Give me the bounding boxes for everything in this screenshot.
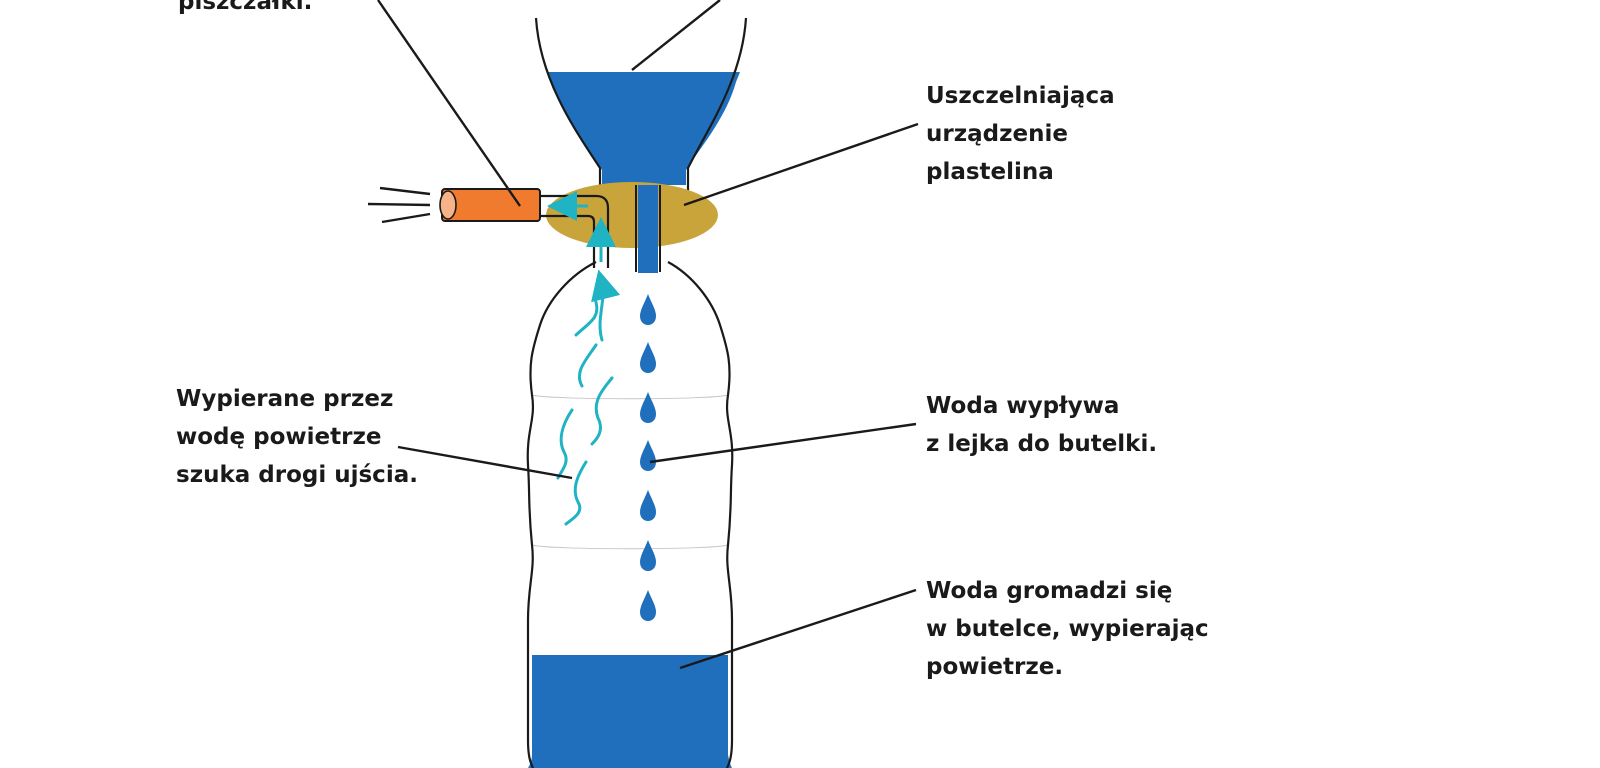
label-line: plastelina <box>926 159 1054 185</box>
leader-whistle <box>377 0 521 207</box>
label-line: w butelce, wypierając <box>926 616 1209 642</box>
leader-air <box>397 445 573 480</box>
air-currents <box>556 269 621 526</box>
bottle-water <box>528 655 732 768</box>
leader-seal <box>683 122 919 207</box>
label-line: szuka drogi ujścia. <box>176 462 418 488</box>
water-drops <box>640 294 656 621</box>
water-drop-icon <box>640 294 656 325</box>
water-drop-icon <box>640 590 656 621</box>
label-line: piszczałki. <box>178 0 313 15</box>
label-whistle: piszczałki. <box>178 0 312 21</box>
bottle-outline <box>526 261 597 768</box>
label-seal: Uszczelniająca urządzenie plastelina <box>926 77 1115 191</box>
leader-lines <box>377 0 919 670</box>
whistle-tube-icon <box>439 188 541 222</box>
funnel-water <box>548 72 740 185</box>
label-line: Woda gromadzi się <box>926 578 1173 604</box>
water-drop-icon <box>640 490 656 521</box>
label-line: powietrze. <box>926 654 1064 680</box>
leader-funnel <box>631 0 721 71</box>
label-water-flow: Woda wypływa z lejka do butelki. <box>926 387 1157 463</box>
label-line: Wypierane przez <box>176 386 394 412</box>
water-drop-icon <box>640 392 656 423</box>
water-drop-icon <box>640 342 656 373</box>
label-water-collect: Woda gromadzi się w butelce, wypierając … <box>926 572 1209 686</box>
label-air: Wypierane przez wodę powietrze szuka dro… <box>176 380 418 494</box>
water-stream <box>638 185 658 273</box>
funnel-outline <box>534 17 602 200</box>
funnel-icon <box>534 17 748 200</box>
label-line: urządzenie <box>926 121 1068 147</box>
air-arrow-icon <box>547 191 616 262</box>
funnel-outline <box>686 17 748 200</box>
leader-water-collect <box>679 588 917 670</box>
sound-lines <box>367 186 431 224</box>
bottle-outline <box>667 261 734 768</box>
label-line: Woda wypływa <box>926 393 1120 419</box>
water-drop-icon <box>640 540 656 571</box>
water-drop-icon <box>640 440 656 471</box>
bottle-icon <box>526 261 734 768</box>
label-line: Uszczelniająca <box>926 83 1115 109</box>
label-line: wodę powietrze <box>176 424 382 450</box>
label-line: z lejka do butelki. <box>926 431 1158 457</box>
leader-water-flow <box>649 422 917 464</box>
